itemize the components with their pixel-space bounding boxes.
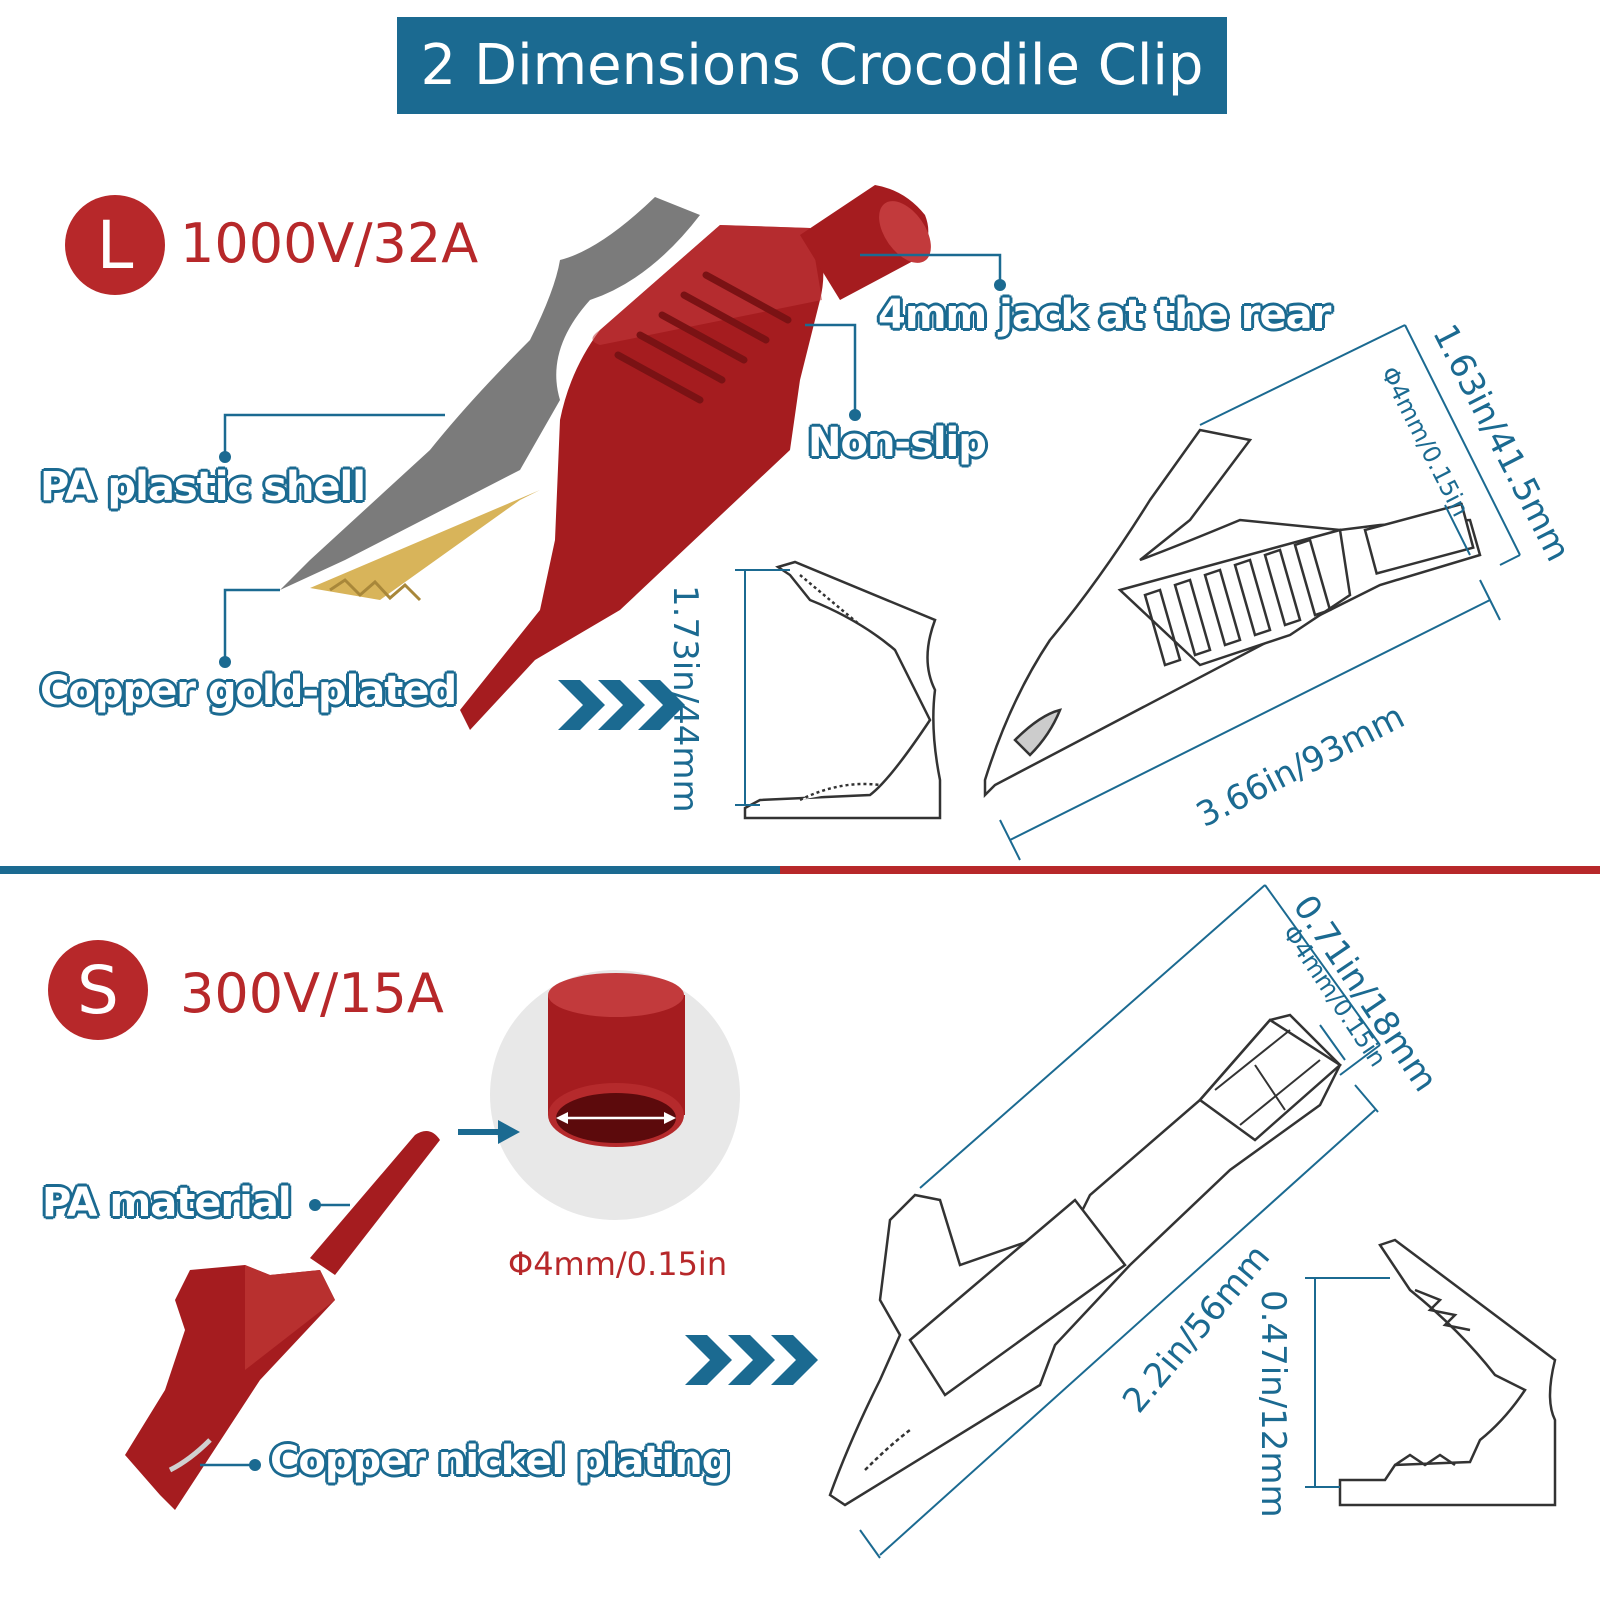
red-highlight — [592, 225, 822, 345]
callout-non-slip: Non-slip — [808, 420, 987, 466]
non-slip-ribs — [614, 271, 792, 404]
diameter-detail — [490, 970, 740, 1220]
callout-pa-material: PA material — [42, 1180, 292, 1226]
large-rating: 1000V/32A — [180, 212, 479, 275]
large-height-label: 1.73in/44mm — [665, 585, 705, 813]
diameter-arrow — [458, 1120, 520, 1144]
large-front-drawing — [743, 560, 942, 820]
small-badge: S — [48, 940, 148, 1040]
large-side-drawing — [983, 428, 1482, 799]
large-height-dim — [735, 569, 790, 806]
small-leader-dots — [249, 1199, 321, 1471]
jack-end — [879, 201, 931, 263]
large-side-dims — [999, 324, 1521, 861]
large-badge: L — [65, 195, 165, 295]
large-leaders — [223, 253, 1002, 660]
chevrons-large — [558, 680, 685, 730]
large-clip-photo — [280, 185, 931, 730]
small-front-drawing — [1338, 1238, 1557, 1507]
small-clip-photo — [125, 1131, 440, 1510]
callout-copper-nickel: Copper nickel plating — [270, 1438, 730, 1484]
small-body-face — [245, 1265, 335, 1370]
small-rating: 300V/15A — [180, 962, 444, 1025]
callout-copper-gold: Copper gold-plated — [40, 668, 457, 714]
small-jack — [310, 1131, 440, 1275]
callout-pa-shell: PA plastic shell — [40, 464, 366, 510]
gold-teeth — [310, 490, 540, 600]
chevrons-small — [685, 1335, 818, 1385]
diameter-label: Φ4mm/0.15in — [508, 1245, 728, 1283]
small-teeth — [168, 1438, 212, 1473]
small-side-drawing — [828, 1013, 1343, 1507]
callout-rear-jack: 4mm jack at the rear — [878, 292, 1331, 338]
small-side-dims — [859, 884, 1381, 1559]
teeth-edge — [329, 578, 422, 602]
gray-jaw — [280, 197, 700, 590]
small-height-label: 0.47in/12mm — [1253, 1290, 1293, 1518]
large-leader-dots — [219, 279, 1006, 668]
small-height-dim — [1305, 1277, 1390, 1488]
page-title: 2 Dimensions Crocodile Clip — [397, 17, 1227, 114]
